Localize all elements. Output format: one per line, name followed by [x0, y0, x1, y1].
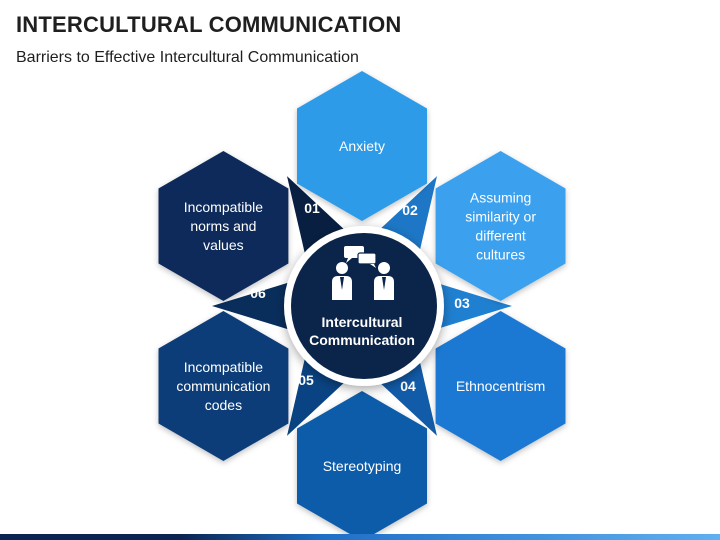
two-people-talking-icon	[332, 246, 394, 300]
hexagon-shape	[297, 71, 427, 221]
barrier-hexagon-06: Incompatible norms and values	[158, 151, 289, 301]
center-label-line1: Intercultural	[322, 314, 403, 330]
barrier-hexagon-01: Anxiety	[297, 71, 427, 221]
barrier-number-05: 05	[298, 372, 314, 388]
barrier-hexagon-04: Stereotyping	[297, 391, 427, 540]
center-hub: Intercultural Communication	[284, 226, 444, 386]
hexagon-label: communication	[176, 378, 270, 394]
hexagon-label: values	[203, 237, 243, 253]
barrier-hexagon-03: Ethnocentrism	[435, 311, 566, 461]
hexagon-shape	[158, 151, 289, 301]
hexagon-label: Stereotyping	[323, 458, 402, 474]
barrier-number-02: 02	[402, 202, 418, 218]
center-label-line2: Communication	[309, 332, 415, 348]
page-subtitle: Barriers to Effective Intercultural Comm…	[16, 49, 359, 66]
hexagon-label: Ethnocentrism	[456, 378, 545, 394]
center-circle	[291, 233, 437, 379]
barrier-number-01: 01	[304, 200, 320, 216]
hexagon-label: cultures	[476, 247, 525, 263]
hexagon-shape	[435, 311, 566, 461]
barrier-number-03: 03	[454, 295, 470, 311]
hexagon-label: Incompatible	[184, 359, 264, 375]
barrier-number-06: 06	[250, 285, 266, 301]
hexagon-shape	[158, 311, 289, 461]
hexagon-shape	[297, 391, 427, 540]
hexagon-label: Incompatible	[184, 199, 264, 215]
barrier-number-04: 04	[400, 378, 416, 394]
hexagon-label: similarity or	[465, 209, 536, 225]
barrier-hexagon-02: Assuming similarity or different cultures	[435, 151, 566, 301]
hexagon-label: Anxiety	[339, 138, 385, 154]
barrier-hexagon-05: Incompatible communication codes	[158, 311, 289, 461]
hexagon-label: codes	[205, 397, 242, 413]
page-title: INTERCULTURAL COMMUNICATION	[16, 12, 402, 37]
hexagon-label: different	[475, 228, 525, 244]
hexagon-label: norms and	[190, 218, 256, 234]
hexagon-shape	[435, 151, 566, 301]
footer-bar	[0, 534, 720, 540]
barrier-numbers: 01 02 03 04 05 06	[250, 200, 470, 394]
hexagon-label: Assuming	[470, 190, 531, 206]
